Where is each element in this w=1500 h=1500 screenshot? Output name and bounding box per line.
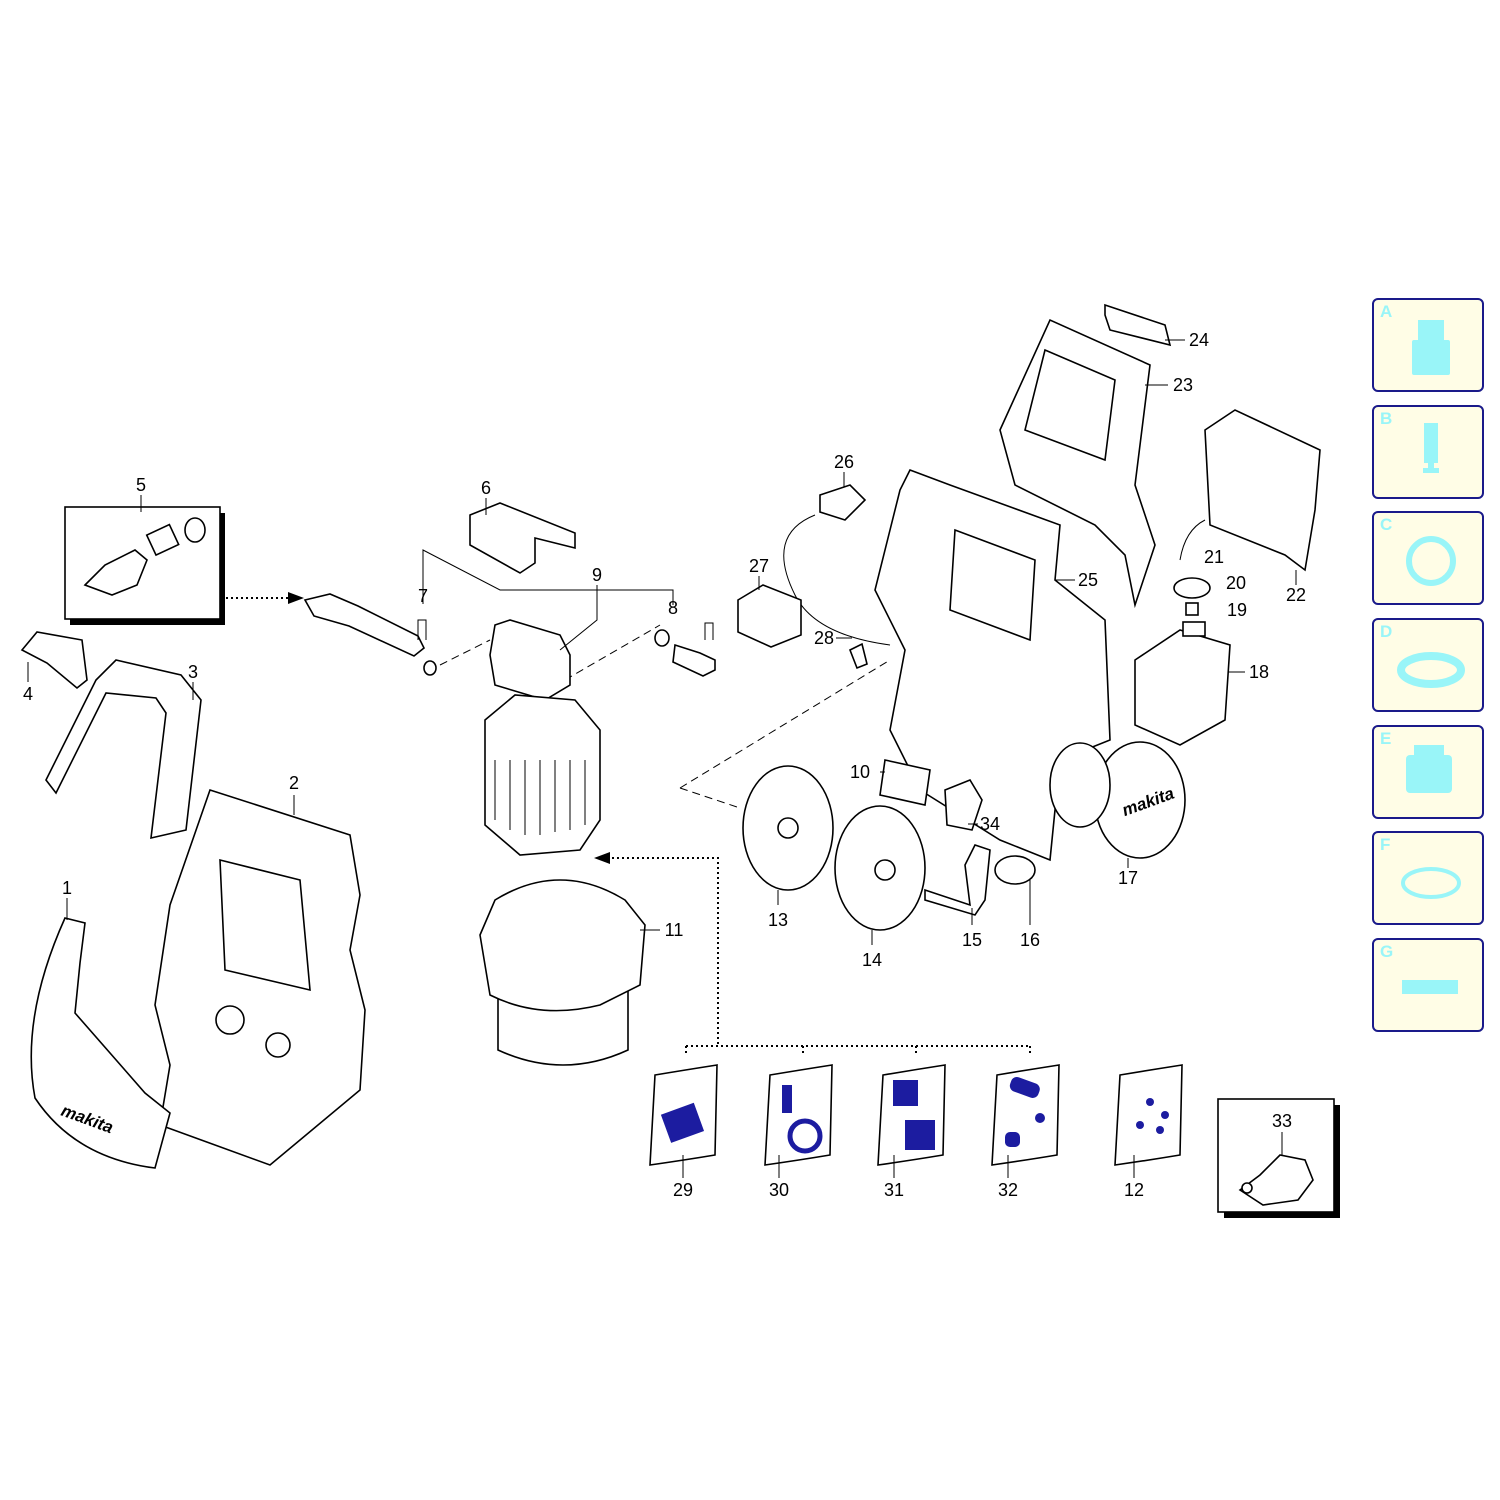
callout-6: 6: [481, 478, 491, 498]
gasket-ring-icon: [1406, 536, 1456, 586]
callout-26: 26: [834, 452, 854, 472]
callout-10: 10: [850, 762, 870, 782]
callout-3: 3: [188, 662, 198, 682]
callout-28: 28: [814, 628, 834, 648]
callout-21: 21: [1204, 547, 1224, 567]
callout-30: 30: [769, 1180, 789, 1200]
part-4-grip: [20, 631, 88, 690]
part-7-coupling: [303, 593, 437, 676]
piston-icon: [1423, 423, 1439, 473]
part-29-kit-bag: [649, 1064, 718, 1166]
o-ring-icon: [1401, 867, 1461, 899]
callout-17: 17: [1118, 868, 1138, 888]
part-11-motor-housing: [479, 879, 646, 1066]
callout-29: 29: [673, 1180, 693, 1200]
power-cord: [783, 514, 891, 646]
part-19-plug: [1185, 602, 1199, 616]
legend-item-e[interactable]: E: [1372, 725, 1484, 819]
callout-5: 5: [136, 475, 146, 495]
callout-24: 24: [1189, 330, 1209, 350]
seal-ring-icon: [1397, 652, 1465, 688]
legend-letter: B: [1380, 409, 1393, 428]
legend-letter: G: [1380, 942, 1394, 961]
plate-icon: [1402, 980, 1458, 994]
callout-11: 11: [665, 920, 684, 940]
legend-letter: C: [1380, 515, 1393, 534]
part-2-front-frame: [154, 788, 366, 1166]
callout-20: 20: [1226, 573, 1246, 593]
part-22-bracket: [1204, 409, 1321, 572]
callout-7: 7: [418, 586, 428, 606]
part-3-handle: [45, 659, 202, 840]
legend-item-d[interactable]: D: [1372, 618, 1484, 712]
callout-18: 18: [1249, 662, 1269, 682]
callout-14: 14: [862, 950, 882, 970]
part-18-tank: [1134, 621, 1231, 746]
callout-15: 15: [962, 930, 982, 950]
part-32-kit-bag: [991, 1064, 1060, 1166]
legend-letter: F: [1380, 835, 1391, 854]
legend-letter: E: [1380, 729, 1392, 748]
part-31-kit-bag: [877, 1064, 946, 1166]
callout-2: 2: [289, 773, 299, 793]
part-28-clamp: [848, 642, 868, 670]
legend-item-b[interactable]: B: [1372, 405, 1484, 499]
motor: [484, 694, 601, 856]
valve-stack-icon: [1406, 745, 1452, 793]
part-27-switch-box: [737, 584, 802, 648]
callout-9: 9: [592, 565, 602, 585]
part-8-valve: [654, 622, 716, 677]
callout-19: 19: [1227, 600, 1247, 620]
part-33-inset-box: [1217, 1098, 1340, 1218]
legend-item-c[interactable]: C: [1372, 511, 1484, 605]
part-10-tube: [879, 759, 931, 806]
callout-13: 13: [768, 910, 788, 930]
part-25-main-body: [874, 468, 1111, 862]
legend-item-g[interactable]: G: [1372, 938, 1484, 1032]
callout-27: 27: [749, 556, 769, 576]
part-17-wheel: makita: [1094, 741, 1186, 859]
part-5-inset-box: [64, 506, 225, 625]
legend-item-f[interactable]: F: [1372, 831, 1484, 925]
callout-8: 8: [668, 598, 678, 618]
callout-34: 34: [980, 814, 1000, 834]
callout-31: 31: [884, 1180, 904, 1200]
legend-item-a[interactable]: A: [1372, 298, 1484, 392]
legend-letter: D: [1380, 622, 1393, 641]
callout-32: 32: [998, 1180, 1018, 1200]
callout-4: 4: [23, 684, 33, 704]
part-30-kit-bag: [764, 1064, 833, 1166]
part-23-rear-panel: [999, 318, 1156, 609]
part-21-hose: [1179, 519, 1206, 561]
part-14-reel-disc: [834, 805, 926, 931]
part-1-front-cover: makita: [30, 917, 171, 1169]
callout-25: 25: [1078, 570, 1098, 590]
callout-22: 22: [1286, 585, 1306, 605]
part-34-bushing: [944, 779, 983, 831]
legend-letter: A: [1380, 302, 1393, 321]
part-9-pump-head: [489, 619, 571, 701]
callout-16: 16: [1020, 930, 1040, 950]
part-20-cap: [1173, 577, 1211, 599]
part-13-reel-disc: [742, 765, 834, 891]
callout-1: 1: [62, 878, 72, 898]
part-24-cap: [1104, 303, 1172, 347]
callout-12: 12: [1124, 1180, 1144, 1200]
part-26-plug: [819, 484, 867, 521]
part-16-knob: [994, 855, 1036, 885]
part-12-screw-kit-bag: [1114, 1064, 1183, 1166]
part-6-cover: [469, 502, 576, 574]
callout-23: 23: [1173, 375, 1193, 395]
callout-33: 33: [1272, 1111, 1292, 1131]
part-15-crank: [924, 844, 991, 916]
pump-head-icon: [1412, 320, 1450, 375]
